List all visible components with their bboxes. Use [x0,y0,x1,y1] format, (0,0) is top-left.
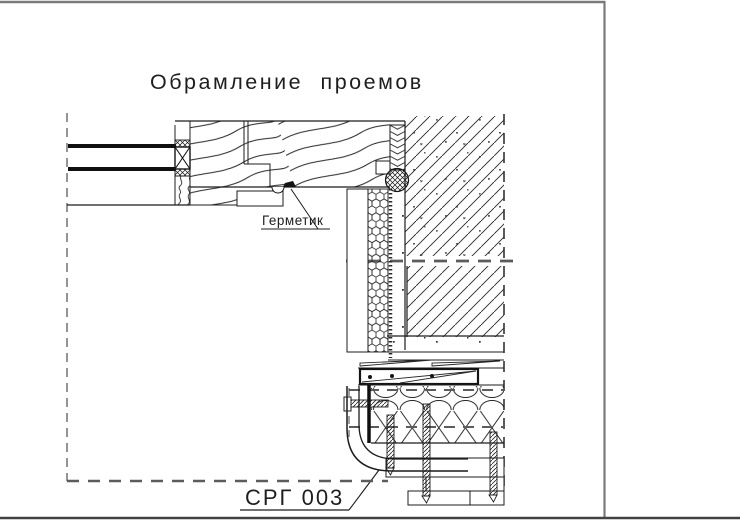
masonry-upper-speckle [405,116,504,256]
gasket-upper [174,139,191,148]
mounting-bracket [358,367,480,386]
sealant-bead-small [283,181,296,187]
masonry-wall [346,114,518,490]
bracket-braces [361,370,477,384]
screed-band [387,336,504,352]
joint-seals [375,124,410,193]
timber-joint [243,121,271,187]
membrane-wedge-2 [431,360,501,367]
board-3 [407,490,505,506]
sealant-label: Герметик [262,213,323,228]
frame-profile [174,146,191,170]
membrane-wedge-1 [359,359,433,367]
detail-code-label: СРГ 003 [245,485,344,510]
drawing-title: Обрамление проемов [150,70,424,94]
spacer-block [375,160,391,175]
frame-timber-piece [174,175,191,206]
window-unit [66,113,191,481]
vertical-screw-3 [488,431,498,503]
sealant-leader-line [290,188,319,230]
vertical-screw-1 [385,414,395,476]
psul-tape [389,124,406,171]
timber-board-vertical [346,188,369,353]
backer-rod-icon [271,186,285,194]
sealant-joint: Герметик [261,181,330,230]
insulation-board-honeycomb [367,188,389,353]
sheathing-boards [385,457,505,506]
vertical-screw-2 [421,403,431,504]
bracket-rivet-2 [390,374,394,378]
bracket-rivet-3 [430,374,434,378]
gasket-lower [174,168,191,177]
board-1 [385,457,505,478]
profile-outer-curve [346,386,468,472]
detail-leader-line [348,469,380,511]
timber-wall [175,120,405,207]
timber-wall-lower [190,187,237,205]
masonry-corner [407,266,504,337]
trim-board [236,190,284,207]
insulation-package [346,188,393,358]
bracket-rivet-1 [368,375,372,379]
corner-profile: СРГ 003 [240,386,468,511]
profile-inner-curve [358,386,468,460]
